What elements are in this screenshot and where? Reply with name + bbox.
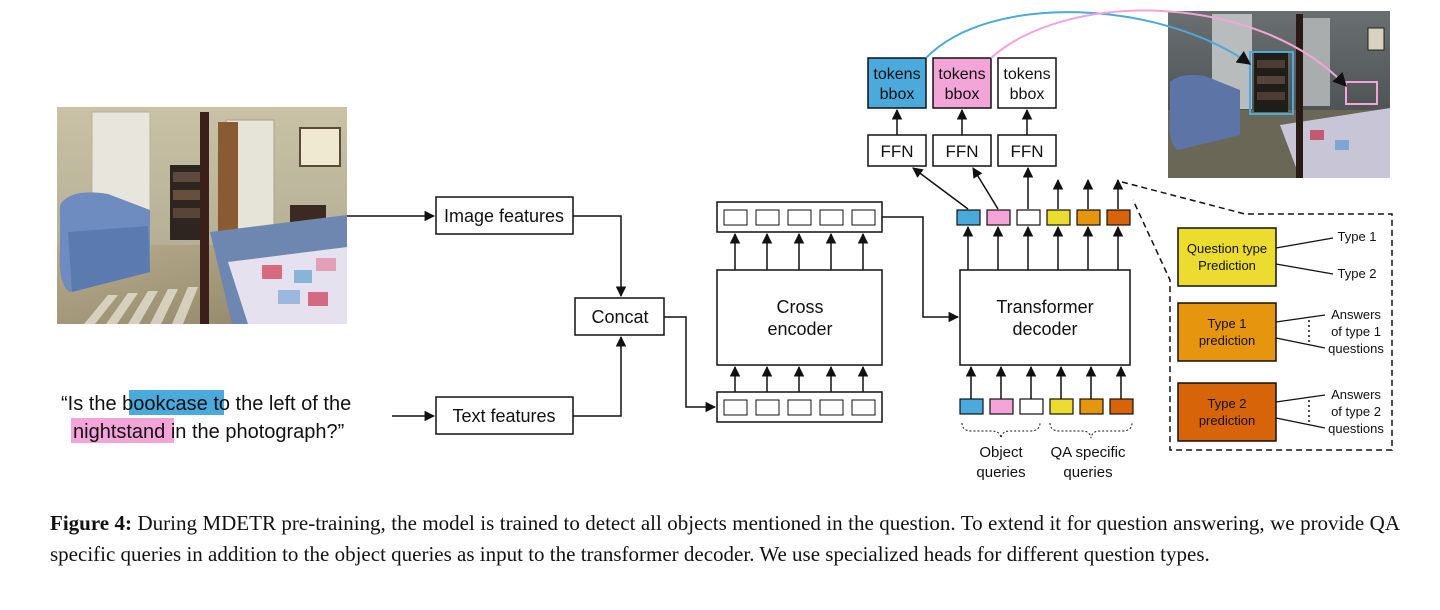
bookcase-bbox-arrow <box>925 11 1252 65</box>
svg-text:of type 1: of type 1 <box>1331 324 1381 339</box>
svg-text:Type 1: Type 1 <box>1207 316 1246 331</box>
svg-text:QA specific: QA specific <box>1050 444 1126 461</box>
svg-text:Concat: Concat <box>591 307 648 327</box>
qa-queries-brace <box>1049 422 1133 439</box>
object-queries-brace <box>961 422 1041 439</box>
flow-arrows <box>347 108 1127 422</box>
figure-label: Figure 4: <box>50 511 133 535</box>
svg-text:Answers: Answers <box>1331 307 1381 322</box>
svg-text:Text features: Text features <box>452 406 555 426</box>
svg-text:queries: queries <box>976 464 1025 481</box>
svg-text:Object: Object <box>979 444 1023 461</box>
svg-text:queries: queries <box>1063 464 1112 481</box>
question-text: “Is the bookcase to the left of the nigh… <box>61 390 351 443</box>
cross-encoder-box: Cross encoder <box>716 269 883 366</box>
svg-text:of type 2: of type 2 <box>1331 404 1381 419</box>
mdetr-qa-diagram: “Is the bookcase to the left of the nigh… <box>57 9 1393 481</box>
decoder-input-queries <box>959 398 1134 415</box>
svg-text:FFN: FFN <box>945 142 978 161</box>
type1-outputs: Answers of type 1 questions <box>1328 307 1384 356</box>
type2-outputs: Answers of type 2 questions <box>1328 387 1384 436</box>
output-box-bookcase: tokens bbox <box>867 57 927 109</box>
svg-text:tokens: tokens <box>938 66 985 83</box>
svg-text:tokens: tokens <box>1003 66 1050 83</box>
svg-text:decoder: decoder <box>1012 319 1077 339</box>
image-features-box: Image features <box>435 196 574 235</box>
svg-text:Prediction: Prediction <box>1198 258 1256 273</box>
question-type-head: Question type Prediction <box>1177 227 1277 287</box>
svg-text:tokens: tokens <box>873 66 920 83</box>
svg-text:Image features: Image features <box>444 206 564 226</box>
output-photograph <box>1168 11 1390 178</box>
svg-text:nightstand in the photograph?”: nightstand in the photograph?” <box>73 421 344 443</box>
ffn-box: FFN <box>997 134 1057 167</box>
transformer-decoder-box: Transformer decoder <box>959 269 1131 366</box>
svg-text:bbox: bbox <box>945 86 980 103</box>
encoder-output-sequence <box>716 201 883 233</box>
svg-text:FFN: FFN <box>880 142 913 161</box>
qa-queries-label: QA specific queries <box>1050 444 1126 481</box>
ffn-box: FFN <box>867 134 927 167</box>
svg-text:“Is the bookcase to the left o: “Is the bookcase to the left of the <box>61 393 351 415</box>
figure-caption: Figure 4: During MDETR pre-training, the… <box>50 508 1400 570</box>
svg-text:Type 2: Type 2 <box>1337 266 1376 281</box>
svg-text:questions: questions <box>1328 341 1384 356</box>
input-photograph <box>57 107 347 324</box>
svg-text:bbox: bbox <box>1010 86 1045 103</box>
svg-text:Cross: Cross <box>776 297 823 317</box>
nightstand-highlight <box>71 418 174 443</box>
caption-text: During MDETR pre-training, the model is … <box>50 511 1400 566</box>
head-output-lines <box>1275 237 1334 429</box>
svg-text:encoder: encoder <box>767 319 832 339</box>
output-box-nightstand: tokens bbox <box>932 57 992 109</box>
decoder-output-tokens <box>956 209 1131 226</box>
concat-box: Concat <box>574 297 665 336</box>
text-features-box: Text features <box>435 396 574 435</box>
object-queries-label: Object queries <box>976 444 1025 481</box>
svg-text:bbox: bbox <box>880 86 915 103</box>
svg-text:questions: questions <box>1328 421 1384 436</box>
ffn-box: FFN <box>932 134 992 167</box>
svg-text:Type 2: Type 2 <box>1207 396 1246 411</box>
question-type-outputs: Type 1 Type 2 <box>1337 229 1376 281</box>
svg-text:prediction: prediction <box>1199 413 1255 428</box>
nightstand-bbox-arrow <box>990 9 1347 88</box>
svg-text:Question type: Question type <box>1187 241 1267 256</box>
svg-text:prediction: prediction <box>1199 333 1255 348</box>
svg-text:Answers: Answers <box>1331 387 1381 402</box>
svg-text:Type 1: Type 1 <box>1337 229 1376 244</box>
svg-text:FFN: FFN <box>1010 142 1043 161</box>
encoder-input-sequence <box>716 391 883 423</box>
output-box-no-object: tokens bbox <box>997 57 1057 109</box>
type1-head: Type 1 prediction <box>1177 302 1277 362</box>
type2-head: Type 2 prediction <box>1177 382 1277 442</box>
bookcase-highlight <box>129 390 224 415</box>
heads-callout-lines <box>1121 181 1393 451</box>
svg-text:Transformer: Transformer <box>996 297 1093 317</box>
